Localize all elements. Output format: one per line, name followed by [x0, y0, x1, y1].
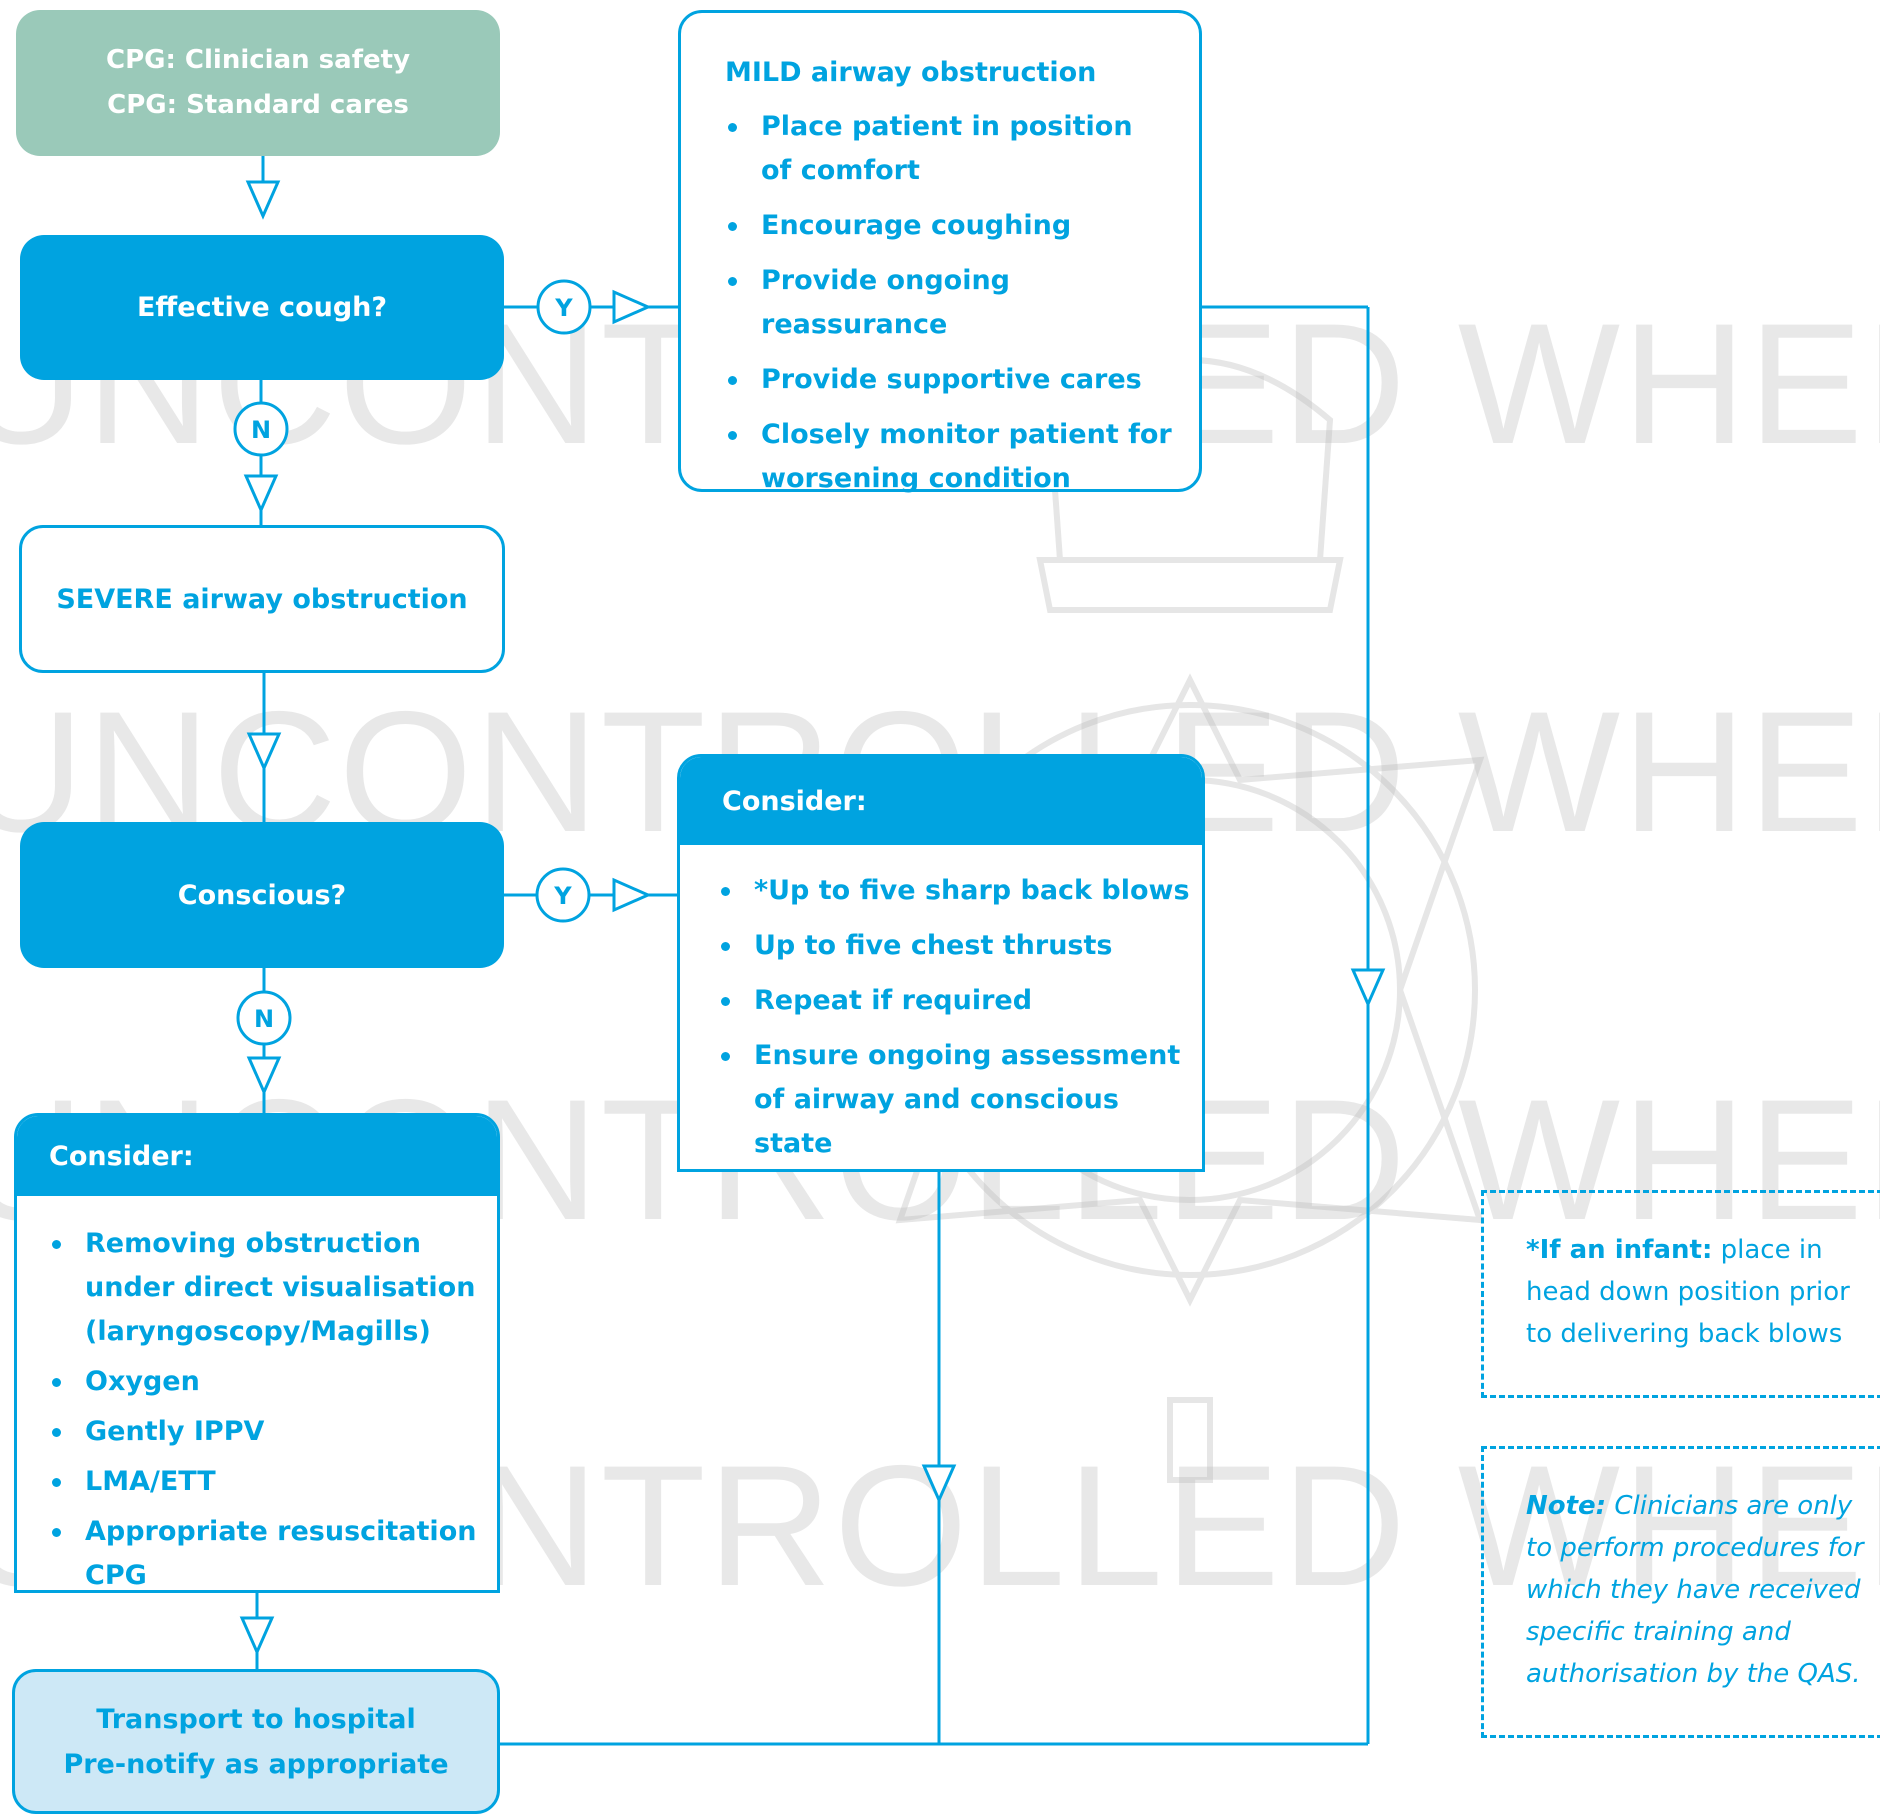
clinician-scope-note: Note: Clinicians are only to perform pro… [1481, 1446, 1880, 1738]
list-item: Up to five chest thrusts [718, 924, 1202, 968]
severe-obstruction-label: SEVERE airway obstruction [56, 583, 468, 615]
right-arrow [612, 289, 652, 325]
start-line-2: CPG: Standard cares [107, 90, 409, 120]
standard-cares-box: CPG: Clinician safety CPG: Standard care… [16, 10, 500, 156]
down-arrow [239, 1616, 275, 1656]
no-label: N [251, 416, 271, 444]
effective-cough-decision: Effective cough? [20, 235, 504, 380]
infant-note: *If an infant: place in head down positi… [1481, 1190, 1880, 1398]
consider-header: Consider: [17, 1116, 497, 1196]
list-item: Appropriate resuscitation CPG [49, 1510, 497, 1590]
down-arrow [245, 180, 281, 220]
list-item: Gently IPPV [49, 1410, 497, 1454]
list-item: Repeat if required [718, 979, 1202, 1023]
no-label: N [254, 1005, 274, 1033]
conscious-decision: Conscious? [20, 822, 504, 968]
list-item: LMA/ETT [49, 1460, 497, 1504]
note-heading: Note: [1526, 1491, 1607, 1521]
transport-line-2: Pre-notify as appropriate [63, 1748, 449, 1780]
effective-cough-label: Effective cough? [136, 292, 388, 323]
mild-obstruction-title: MILD airway obstruction [725, 57, 1097, 88]
yes-connector-circle [535, 867, 591, 923]
consider-conscious-box: Consider: *Up to five sharp back blows U… [677, 754, 1205, 1172]
start-line-1: CPG: Clinician safety [105, 45, 411, 75]
yes-label: Y [554, 294, 573, 322]
infant-note-heading: *If an infant: [1526, 1235, 1713, 1265]
down-arrow [246, 732, 282, 772]
transport-line-1: Transport to hospital [96, 1703, 416, 1735]
yes-connector-circle [536, 279, 592, 335]
mild-obstruction-box: MILD airway obstruction Place patient in… [678, 10, 1202, 494]
down-arrow [246, 1056, 282, 1096]
down-arrow [243, 474, 279, 514]
transport-to-hospital-box: Transport to hospital Pre-notify as appr… [12, 1669, 500, 1814]
list-item: Provide supportive cares [725, 358, 1199, 402]
down-arrow [1350, 968, 1386, 1008]
consider-header: Consider: [680, 757, 1202, 845]
list-item: Provide ongoing reassurance [725, 259, 1199, 347]
conscious-label: Conscious? [177, 879, 347, 911]
list-item: Oxygen [49, 1360, 497, 1404]
no-connector-circle [233, 401, 289, 457]
yes-label: Y [553, 882, 572, 910]
no-connector-circle [236, 990, 292, 1046]
right-arrow [612, 877, 652, 913]
list-item: Encourage coughing [725, 204, 1199, 248]
down-arrow [921, 1464, 957, 1504]
severe-obstruction-box: SEVERE airway obstruction [19, 525, 505, 673]
list-item: *Up to five sharp back blows [718, 869, 1202, 913]
